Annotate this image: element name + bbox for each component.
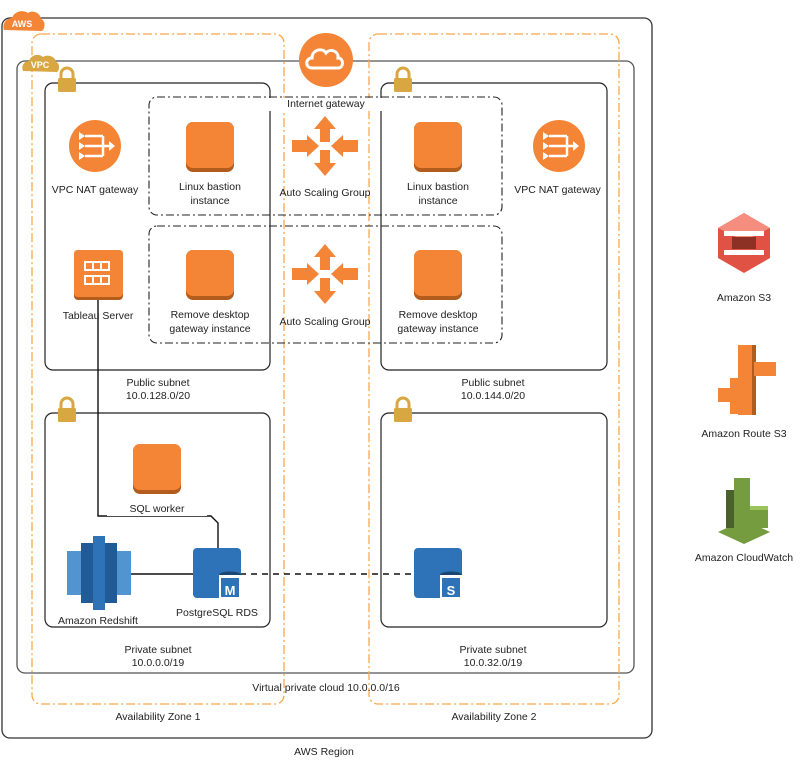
public-subnet-1-name: Public subnet <box>126 377 190 389</box>
amazon-cloudwatch-icon[interactable] <box>718 478 770 544</box>
redshift-icon[interactable] <box>67 536 131 610</box>
tableau-server-label: Tableau Server <box>62 310 134 322</box>
nat-gateway-icon[interactable] <box>69 120 121 172</box>
vpc-cloud-icon: VPC <box>22 54 60 72</box>
public-subnet-1-cidr: 10.0.128.0/20 <box>125 390 191 402</box>
amazon-route53-icon[interactable] <box>718 345 776 415</box>
sql-worker-label: SQL worker <box>107 503 207 516</box>
amazon-s3-label: Amazon S3 <box>716 292 772 304</box>
ec2-instance-icon[interactable] <box>186 250 234 300</box>
tableau-server-icon[interactable] <box>74 250 123 300</box>
postgres-rds-label: PostgreSQL RDS <box>176 607 258 619</box>
rds-primary-icon[interactable]: M <box>193 548 241 599</box>
bastion-2-label-line1: Linux bastion <box>407 181 469 193</box>
vpc-badge-text: VPC <box>31 60 50 70</box>
private-subnet-2-cidr: 10.0.32.0/19 <box>463 657 523 669</box>
amazon-cloudwatch-label: Amazon CloudWatch <box>694 552 794 564</box>
rds-standby-icon[interactable]: S <box>414 548 462 599</box>
private-subnet-2-box <box>380 412 608 628</box>
private-subnet-1-name: Private subnet <box>124 644 192 656</box>
bastion-1-label-line2: instance <box>190 195 230 207</box>
auto-scaling-icon <box>292 116 358 176</box>
ec2-instance-icon[interactable] <box>133 444 181 494</box>
nat-gateway-icon[interactable] <box>533 120 585 172</box>
lock-icon <box>58 66 76 92</box>
rdgw-1-label-line2: gateway instance <box>169 323 251 335</box>
private-subnet-1-box <box>44 412 271 628</box>
auto-scaling-group-1-box <box>148 96 503 216</box>
availability-zone-2-box <box>368 33 620 705</box>
availability-zone-1-label: Availability Zone 1 <box>115 711 201 723</box>
tableau-to-rds-connector <box>97 300 219 548</box>
bastion-1-label-line1: Linux bastion <box>179 181 241 193</box>
nat-gateway-1-label: VPC NAT gateway <box>51 184 139 196</box>
ec2-instance-icon[interactable] <box>186 122 234 172</box>
private-subnet-1-cidr: 10.0.0.0/19 <box>131 657 185 669</box>
public-subnet-2-name: Public subnet <box>461 377 525 389</box>
rds-primary-badge: M <box>225 583 236 598</box>
private-subnet-2-name: Private subnet <box>459 644 527 656</box>
auto-scaling-group-2-box <box>148 225 503 344</box>
amazon-s3-icon[interactable] <box>718 213 770 273</box>
availability-zone-2-label: Availability Zone 2 <box>451 711 537 723</box>
redshift-label: Amazon Redshift <box>58 615 138 627</box>
ec2-instance-icon[interactable] <box>414 250 462 300</box>
auto-scaling-group-1-label: Auto Scaling Group <box>279 187 371 199</box>
aws-region-box <box>1 17 653 739</box>
rdgw-2-label-line1: Remove desktop <box>398 309 478 321</box>
amazon-route53-label: Amazon Route S3 <box>701 428 787 440</box>
aws-region-label: AWS Region <box>294 746 354 758</box>
auto-scaling-icon <box>292 244 358 304</box>
lock-icon <box>58 396 76 422</box>
ec2-instance-icon[interactable] <box>414 122 462 172</box>
lock-icon <box>394 396 412 422</box>
availability-zone-1-box <box>31 33 285 705</box>
rds-standby-badge: S <box>447 583 456 598</box>
public-subnet-2-cidr: 10.0.144.0/20 <box>460 390 526 402</box>
nat-gateway-2-label: VPC NAT gateway <box>514 184 601 196</box>
internet-gateway-icon[interactable] <box>299 33 353 87</box>
aws-cloud-icon: AWS <box>3 11 45 31</box>
lock-icon <box>394 66 412 92</box>
rdgw-2-label-line2: gateway instance <box>397 323 479 335</box>
bastion-2-label-line2: instance <box>418 195 458 207</box>
internet-gateway-label: Internet gateway <box>246 98 406 111</box>
auto-scaling-group-2-label: Auto Scaling Group <box>279 316 371 328</box>
vpc-label: Virtual private cloud 10.0.0.0/16 <box>252 682 400 694</box>
aws-badge-text: AWS <box>12 19 33 29</box>
rdgw-1-label-line1: Remove desktop <box>170 309 250 321</box>
